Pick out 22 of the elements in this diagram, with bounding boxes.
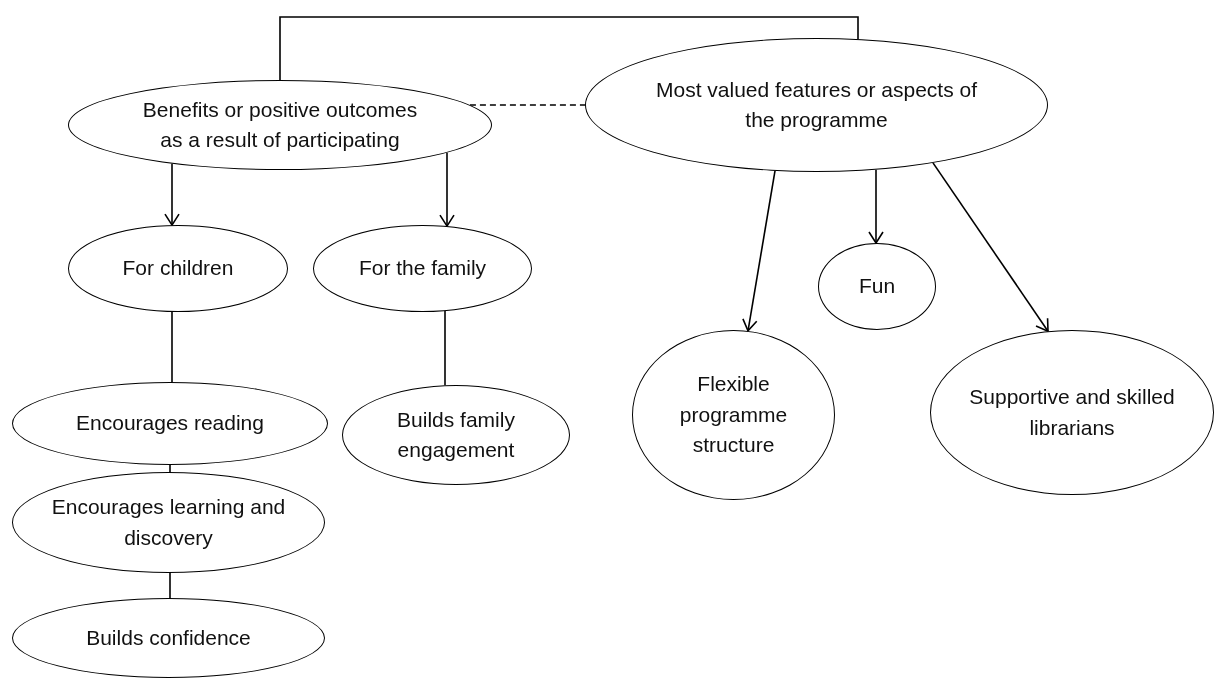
connector-line (444, 310, 446, 387)
node-label: Supportive and skilled librarians (968, 384, 1176, 441)
connector-line (169, 464, 171, 473)
connector-line (469, 104, 586, 106)
node-label: Builds family engagement (396, 406, 516, 463)
node-label: Flexible programme structure (678, 371, 789, 459)
node-label: Benefits or positive outcomes as a result of participating (141, 96, 419, 153)
arrow (164, 162, 180, 226)
node-label: For the family (358, 255, 487, 282)
node-label: Builds confidence (86, 624, 251, 651)
node-label: Most valued features or aspects of the programme (655, 76, 978, 133)
node-label: Encourages reading (76, 410, 264, 437)
arrow (742, 170, 776, 332)
connector-line (171, 311, 173, 383)
connector-line (279, 16, 859, 81)
node-label: Fun (858, 273, 896, 300)
connector-line (169, 572, 171, 599)
arrow (868, 168, 884, 244)
node-label: For children (122, 255, 234, 282)
node-label: Encourages learning and discovery (50, 494, 287, 551)
arrow (932, 162, 1049, 332)
arrow (439, 151, 455, 227)
